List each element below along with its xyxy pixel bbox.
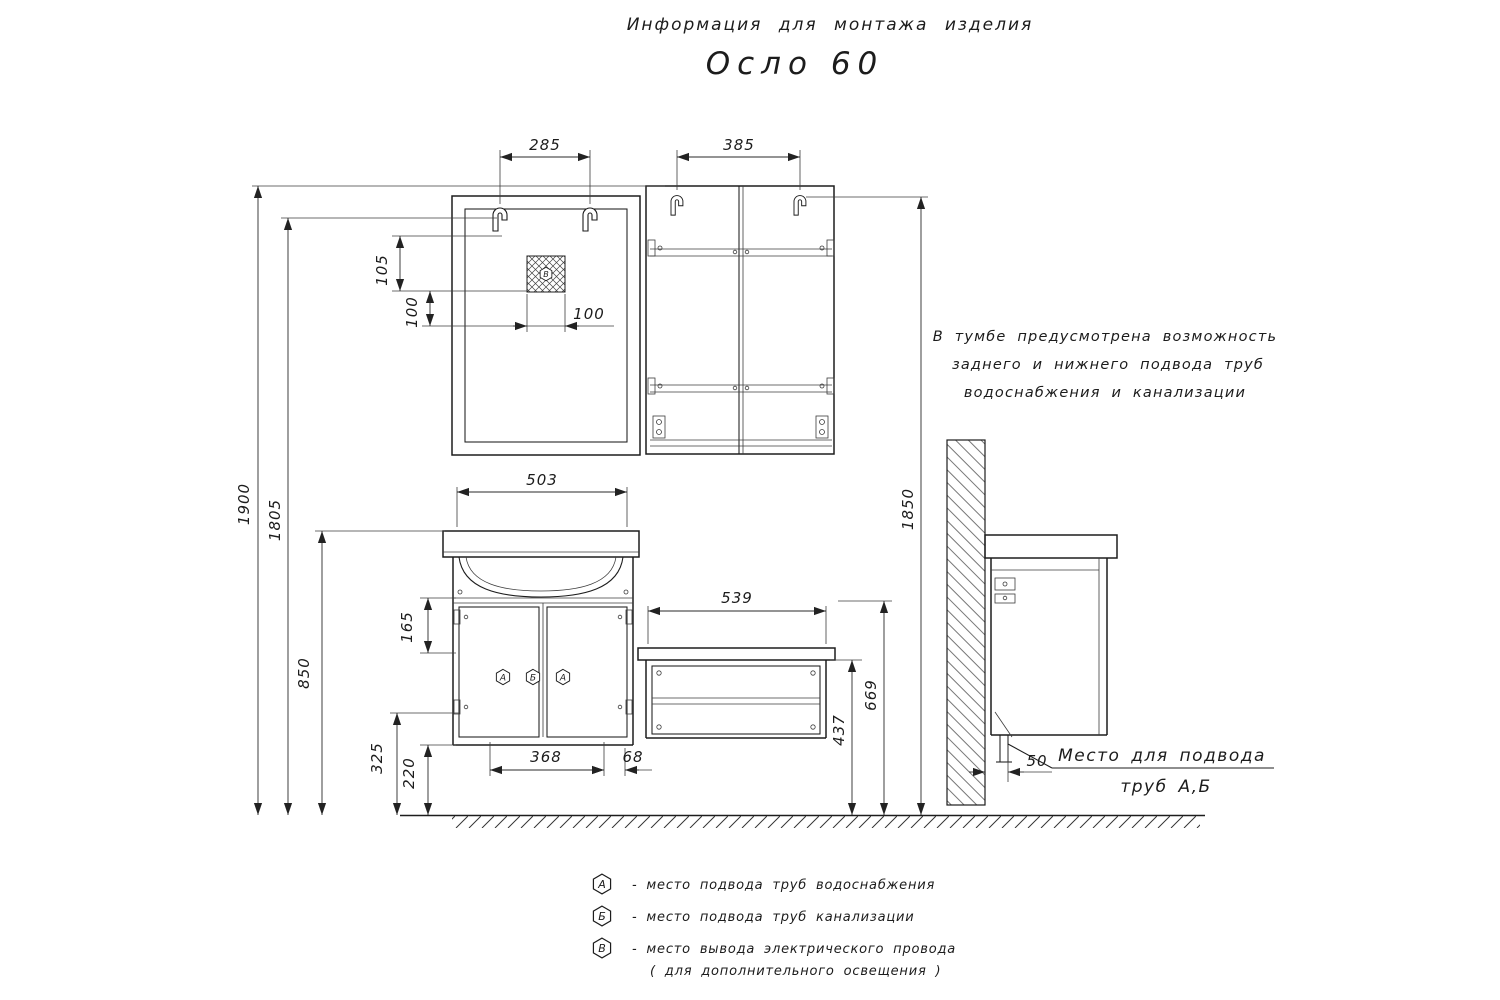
dim-100-horiz-label: 100 xyxy=(573,305,605,323)
legend-symbol-v: В xyxy=(598,942,606,955)
side-view-cabinet xyxy=(984,534,1118,763)
pipe-stub xyxy=(996,735,1012,763)
marker-a-water: А xyxy=(499,674,506,684)
floor-line xyxy=(400,814,1205,828)
marker-b-drain: Б xyxy=(530,674,536,684)
dim-1900-label: 1900 xyxy=(235,483,253,525)
dim-165-label: 165 xyxy=(398,611,416,643)
mirror-cabinet: В xyxy=(451,195,641,456)
cabinet-hook-left-icon xyxy=(670,195,684,216)
mounting-bracket-right xyxy=(815,415,829,439)
legend: А - место подвода труб водоснабжения Б -… xyxy=(592,873,956,979)
legend-symbol-b: Б xyxy=(598,910,606,923)
wall-cabinet xyxy=(645,185,835,455)
legend-symbol-a: А xyxy=(597,878,606,891)
drawer-bench xyxy=(637,647,836,739)
dimensions: 285 385 1900 1805 1850 850 105 100 100 5… xyxy=(235,136,1052,815)
dim-850-label: 850 xyxy=(295,657,313,689)
mirror-hook-right-icon xyxy=(582,207,598,232)
mounting-bracket-left xyxy=(652,415,666,439)
marker-a-water-2: А xyxy=(559,674,566,684)
wall-section xyxy=(946,439,986,806)
pipes-callout-line-2: труб А,Б xyxy=(1120,777,1211,797)
dim-68-label: 68 xyxy=(622,748,643,766)
note-line-1: В тумбе предусмотрена возможность xyxy=(933,329,1277,345)
dim-100-vert-label: 100 xyxy=(403,296,421,328)
legend-text-a: - место подвода труб водоснабжения xyxy=(632,878,935,893)
vanity-unit: А Б А xyxy=(442,530,640,746)
dim-1805-label: 1805 xyxy=(266,499,284,541)
dim-669-label: 669 xyxy=(862,679,880,711)
dim-503-label: 503 xyxy=(526,471,558,489)
note-line-3: водоснабжения и канализации xyxy=(964,385,1246,401)
dim-105-label: 105 xyxy=(373,254,391,286)
mirror-hook-left-icon xyxy=(492,207,508,232)
legend-text-b: - место подвода труб канализации xyxy=(632,910,915,925)
dim-437-label: 437 xyxy=(830,714,848,746)
dim-385-label: 385 xyxy=(723,136,755,154)
dim-50-label: 50 xyxy=(1026,752,1047,770)
note-block: В тумбе предусмотрена возможность заднег… xyxy=(933,329,1277,401)
dim-368-label: 368 xyxy=(530,748,562,766)
dim-1850-label: 1850 xyxy=(899,488,917,530)
dim-220-label: 220 xyxy=(400,757,418,789)
dim-325-label: 325 xyxy=(368,742,386,774)
dim-285-label: 285 xyxy=(529,136,561,154)
marker-v-on-mirror: В xyxy=(543,270,549,279)
pipe-markers-row: А Б А xyxy=(495,668,571,686)
cabinet-hook-right-icon xyxy=(793,195,807,216)
legend-text-v: - место вывода электрического провода xyxy=(632,942,956,957)
electrical-outlet-area: В xyxy=(526,255,566,293)
dim-539-label: 539 xyxy=(721,589,753,607)
legend-text-v-2: ( для дополнительного освещения ) xyxy=(650,964,941,979)
note-line-2: заднего и нижнего подвода труб xyxy=(952,357,1264,373)
pipes-callout-line-1: Место для подвода xyxy=(1058,746,1266,766)
product-name: Осло 60 xyxy=(706,46,885,82)
page-title: Информация для монтажа изделия xyxy=(627,15,1034,35)
pipes-callout: Место для подвода труб А,Б xyxy=(1007,743,1274,797)
